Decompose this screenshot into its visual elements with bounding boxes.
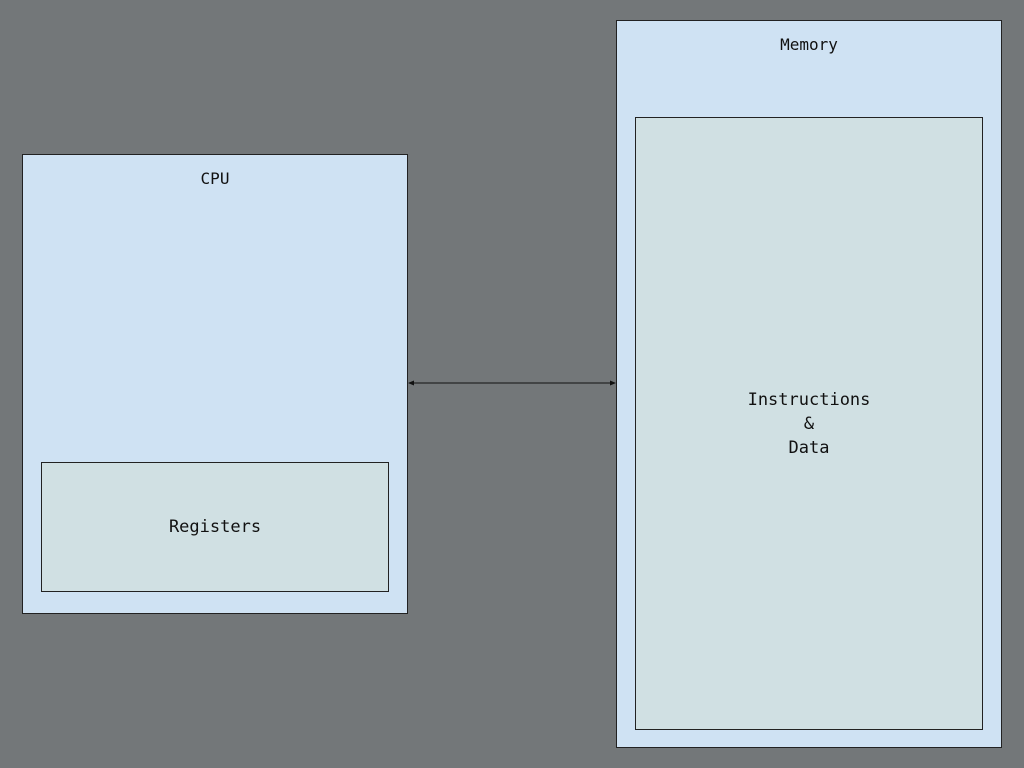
registers-label: Registers xyxy=(168,517,262,537)
memory-title: Memory xyxy=(780,35,838,54)
registers-box: Registers xyxy=(41,462,389,592)
bus-arrowhead-left xyxy=(408,380,414,386)
memory-contents-line-instructions: Instructions xyxy=(747,389,871,410)
memory-contents-box: Instructions & Data xyxy=(635,117,983,730)
memory-contents-line-ampersand: & xyxy=(803,413,815,434)
cpu-box: CPU Registers xyxy=(22,154,408,614)
memory-box: Memory Instructions & Data xyxy=(616,20,1002,748)
memory-contents-line-data: Data xyxy=(788,437,830,458)
cpu-title: CPU xyxy=(200,169,230,188)
